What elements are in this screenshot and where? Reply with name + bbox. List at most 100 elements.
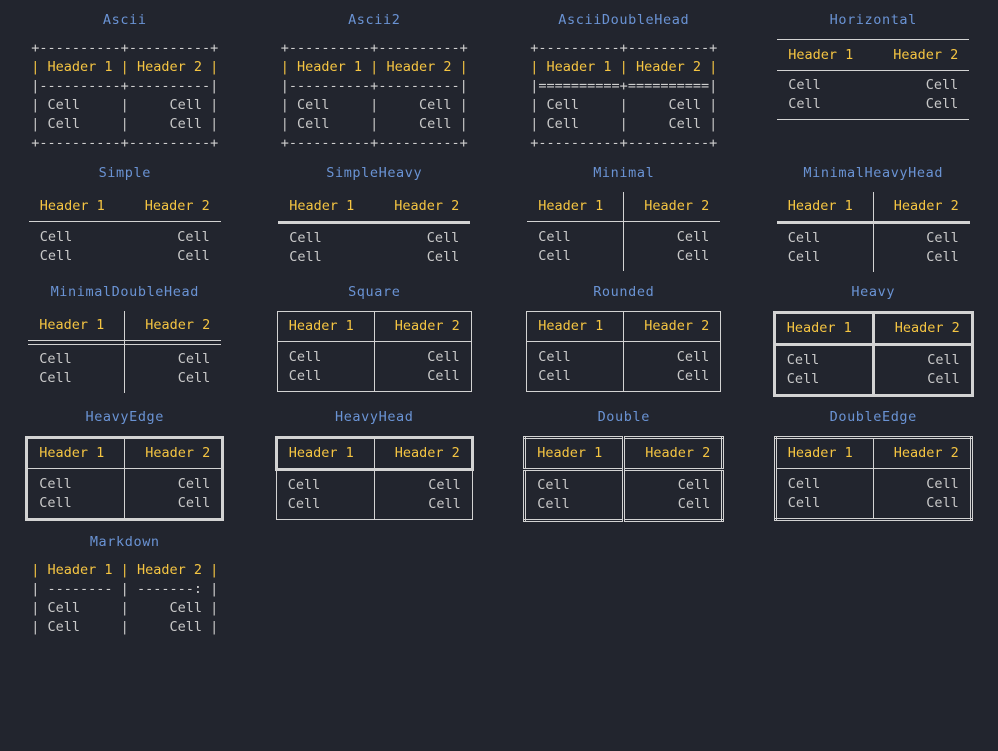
table-title-ascii: Ascii [102,12,147,28]
body-cell: Cell [177,351,211,367]
ascii-line-body: | Cell | Cell | [530,116,718,132]
ascii-line-rule: | -------- | -------: | [31,581,219,597]
body-cell: Cell [926,249,959,265]
body-cell: Cell [538,367,571,384]
ascii-line-header: | Header 1 | Header 2 | [31,59,219,75]
table-title-ascii2: Ascii2 [348,12,401,28]
table-title-double: Double [597,409,650,425]
table-title-heavy: Heavy [851,284,896,300]
ascii-table-ascii: +----------+----------+ | Header 1 | Head… [31,39,218,153]
body-cell: Cell [537,477,570,493]
body-cell: Cell [428,477,461,493]
body-cell: Cell [676,348,710,365]
table-header-rule [777,69,970,71]
table-title-heavy-edge: HeavyEdge [85,409,165,425]
ascii-line-rule: +----------+----------+ [530,40,718,56]
ascii-table-ascii2: +----------+----------+ | Header 1 | Head… [281,39,468,153]
header-cell-2: Header 2 [894,320,960,336]
table-header-rule [28,221,221,223]
header-cell-1: Header 1 [787,445,853,461]
header-cell-2: Header 2 [145,445,211,461]
body-cell: Cell [288,348,322,365]
body-cell: Cell [427,367,460,384]
ascii-line-rule: +----------+----------+ [280,40,468,56]
table-block-markdown: Markdown| Header 1 | Header 2 || -------… [0,522,250,637]
box-styles-grid: Ascii +----------+----------+ | Header 1 |… [0,0,998,637]
header-cell-1: Header 1 [537,445,603,461]
ascii-line-body: | Cell | Cell | [31,97,219,113]
body-cell: Cell [39,351,72,367]
body-cell: Cell [538,247,571,264]
table-header-rule [775,468,972,470]
header-cell-1: Header 1 [288,318,354,334]
body-cell: Cell [538,228,571,245]
ascii-line-rule: |----------+----------| [31,78,219,94]
body-cell: Cell [927,352,960,368]
body-cell: Cell [925,96,959,112]
ascii-line-rule: +----------+----------+ [31,135,219,151]
table-block-ascii2: Ascii2 +----------+----------+ | Header 1 … [250,0,500,153]
header-cell-1: Header 1 [288,445,354,461]
table-header-rule [527,221,721,223]
table-top-rule [777,39,970,41]
header-cell-2: Header 2 [145,317,211,333]
table-title-ascii-double-head: AsciiDoubleHead [558,12,690,28]
header-cell-2: Header 2 [645,445,711,461]
header-cell-2: Header 2 [394,445,460,461]
body-cell: Cell [788,77,821,93]
body-cell: Cell [926,494,959,511]
table-header-rule [28,340,222,345]
body-cell: Cell [177,475,211,492]
body-cell: Cell [39,228,73,245]
ascii-line-header: | Header 1 | Header 2 | [280,59,468,75]
header-cell-2: Header 2 [394,318,460,334]
body-cell: Cell [926,230,959,246]
body-cell: Cell [39,494,72,511]
ascii-line-rule: +----------+----------+ [280,135,468,151]
body-cell: Cell [427,348,460,365]
body-cell: Cell [676,247,710,264]
header-cell-2: Header 2 [394,198,460,214]
body-cell: Cell [677,496,711,512]
header-cell-1: Header 1 [39,317,105,333]
ascii-line-body: | Cell | Cell | [530,97,718,113]
body-cell: Cell [786,352,820,368]
ascii-table-markdown: | Header 1 | Header 2 || -------- | ----… [31,561,218,637]
header-cell-1: Header 1 [538,318,604,334]
body-cell: Cell [289,249,322,265]
body-cell: Cell [788,96,821,112]
